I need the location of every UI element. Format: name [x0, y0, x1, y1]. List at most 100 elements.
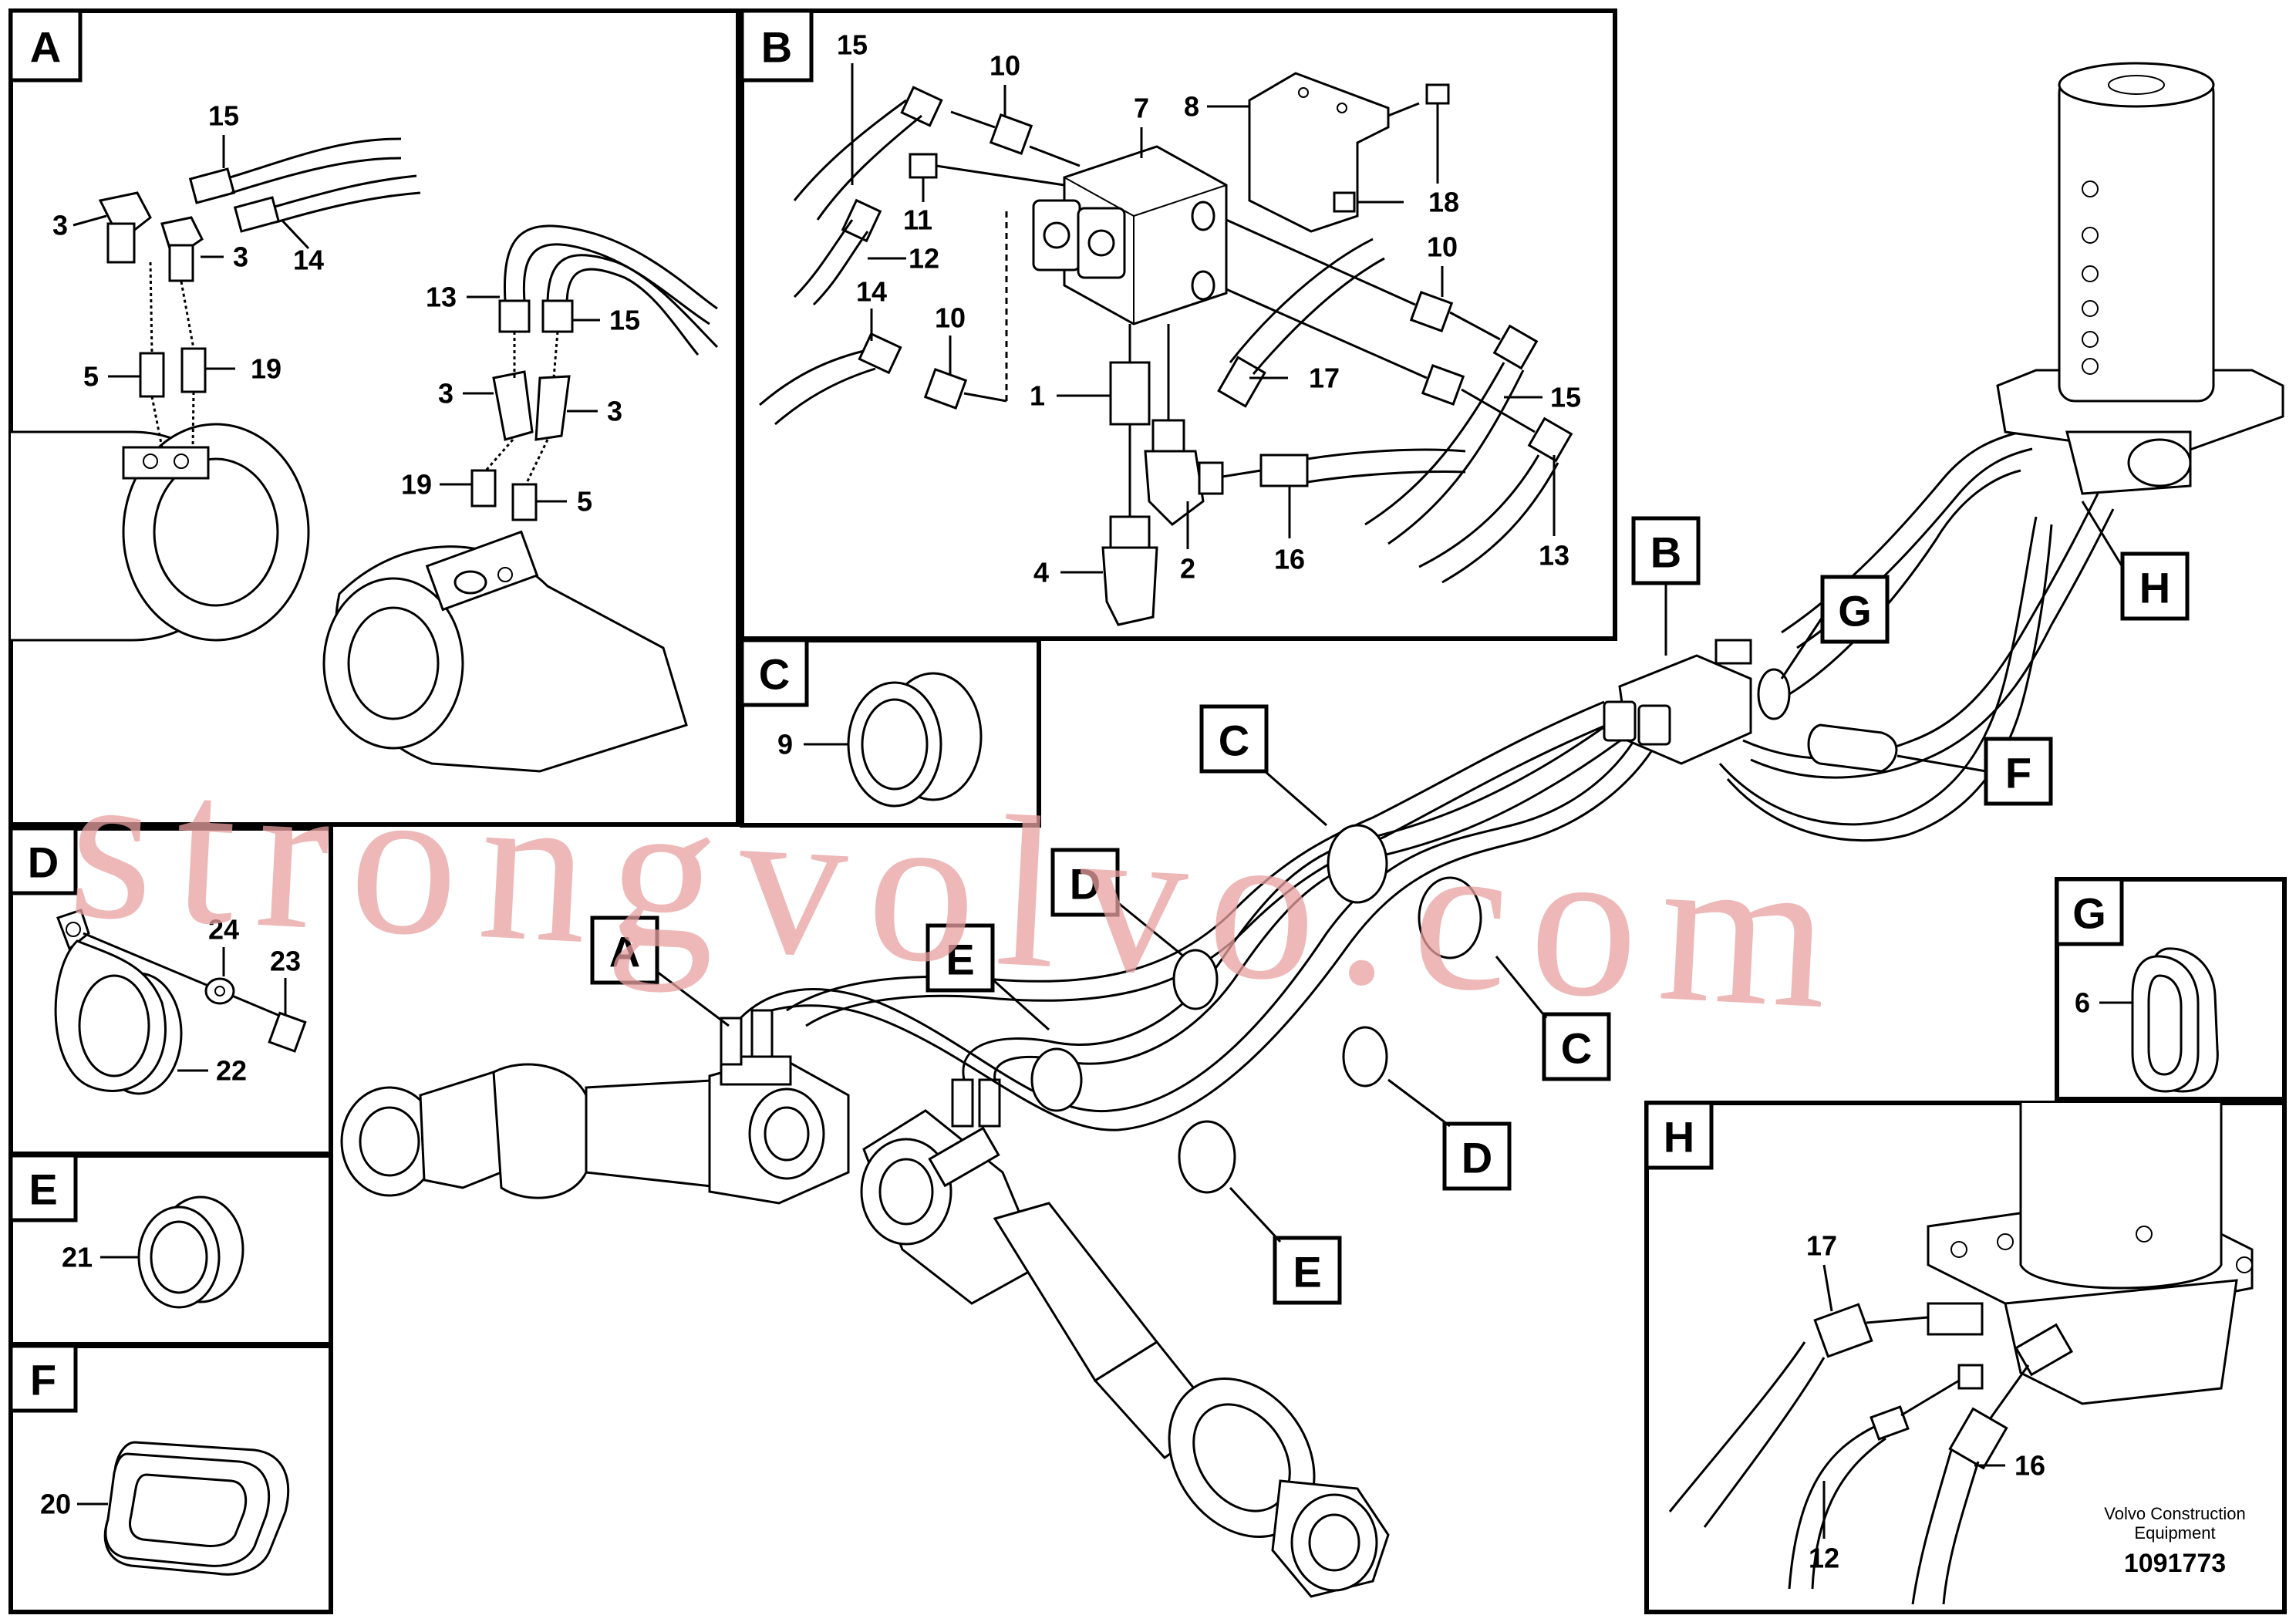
hose-run-g2: [1789, 469, 2021, 696]
panel-a-label: A: [30, 23, 61, 72]
cylinder-head-left-bore-inner: [764, 1106, 810, 1162]
grommet-20-inner: [129, 1473, 248, 1547]
callout-9: 9: [777, 729, 793, 760]
elbow-11: [909, 153, 938, 179]
callout-11: 11: [903, 204, 932, 236]
callout-3: 3: [438, 378, 453, 410]
cylinder-eye-left-inner: [359, 1106, 420, 1177]
bolt-23: [268, 1011, 307, 1053]
main-grommet-c: [1327, 824, 1388, 904]
hose-12-edge: [1811, 1437, 1886, 1590]
hose-nut-17: [1813, 1303, 1873, 1358]
hose-nut-15: [188, 167, 236, 204]
panel-b-label: B: [761, 23, 792, 72]
callout-17: 17: [1806, 1230, 1837, 1262]
callout-14: 14: [293, 244, 324, 276]
callout-20: 20: [40, 1489, 71, 1520]
swivel-port: [2082, 331, 2099, 348]
callout-7: 7: [1134, 93, 1149, 124]
nut-4: [1109, 515, 1151, 549]
port-block-left: [122, 446, 210, 480]
assembly-line: [950, 110, 996, 129]
main-grommet-g: [1757, 668, 1791, 720]
main-tag-d-label: D: [1070, 860, 1101, 909]
hose-nut-13: [1527, 416, 1573, 463]
solenoid-connector: [1087, 229, 1115, 257]
callout-5: 5: [577, 486, 592, 518]
hose-16-edge: [1306, 470, 1466, 484]
leader: [656, 970, 730, 1027]
detail-panel-d: D 24 23 22: [8, 826, 333, 1156]
hose-run-right: [1742, 493, 2099, 760]
callout-3: 3: [607, 396, 622, 427]
hose-15-edge: [816, 114, 922, 221]
main-tag-h-label: H: [2139, 564, 2170, 612]
small-fitting: [1957, 1364, 1984, 1390]
assembly-line: [1866, 1316, 1929, 1324]
panel-e-label: E: [29, 1165, 57, 1214]
swivel-port: [2082, 227, 2099, 244]
main-assembly: A E D C C D E B G H F: [340, 62, 2284, 1598]
swivel-port: [2082, 180, 2099, 197]
plug-4: [1101, 546, 1158, 626]
footer-company-line1: Volvo Construction: [2104, 1504, 2245, 1523]
leader: [1229, 1186, 1282, 1243]
callout-16: 16: [1274, 544, 1305, 575]
hose-nut-12: [1870, 1405, 1910, 1441]
bolt-18b: [1333, 191, 1356, 213]
main-tag-c: [1199, 704, 1269, 774]
swivel-cylinder: [2058, 76, 2215, 403]
callout-2: 2: [1180, 553, 1195, 585]
valve-port: [1191, 270, 1215, 301]
leader: [2081, 501, 2124, 568]
callout-13: 13: [426, 282, 457, 313]
bolt-head: [1950, 1241, 1967, 1258]
main-tag-a: [590, 916, 659, 985]
callout-5: 5: [83, 361, 99, 393]
adapter-19: [180, 347, 207, 393]
port-hole: [143, 454, 158, 469]
main-fitting: [720, 1017, 743, 1066]
assembly-line: [484, 439, 514, 471]
detail-panel-a: A: [8, 8, 740, 827]
hose-run-g: [1781, 430, 2021, 634]
hose-run-upper-edge: [770, 740, 1660, 1131]
detail-panel-h: H 17 16 12 Volvo Construction Equip: [1644, 1101, 2287, 1614]
panel-e-tag: [8, 1153, 78, 1222]
hose-17-edge: [1703, 1357, 1826, 1528]
leader: [1780, 616, 1824, 679]
callout-8: 8: [1184, 91, 1199, 123]
assembly-line: [1461, 388, 1536, 433]
leader: [72, 214, 107, 227]
panel-c-tag: [740, 638, 809, 707]
hose-13-edge: [522, 243, 710, 325]
detail-panel-g: G 6: [2055, 877, 2287, 1101]
panel-d-tag: [8, 826, 78, 895]
clamp-22-inner: [78, 974, 150, 1077]
callout-16: 16: [2014, 1450, 2045, 1482]
leader: [992, 978, 1050, 1031]
hose-nut-14: [858, 332, 902, 375]
assembly-line: [1387, 102, 1420, 117]
main-tag-a-label: A: [609, 928, 640, 976]
hose-nut-12: [841, 198, 882, 243]
adapter-10b: [923, 368, 968, 410]
assembly-line: [149, 261, 153, 354]
callout-21: 21: [62, 1242, 93, 1273]
elbow-fitting-3-leg: [106, 222, 136, 264]
main-tag-e-label: E: [946, 936, 974, 984]
main-grommet-e2: [1178, 1120, 1236, 1194]
hose-run-right-lower: [1718, 516, 2038, 826]
hose-14: [759, 349, 865, 406]
hose-17-edge: [1252, 257, 1385, 375]
main-fitting: [951, 1078, 974, 1128]
panel-c-frame: [740, 638, 1041, 828]
panel-f-label: F: [30, 1356, 56, 1404]
main-tag-e: [925, 923, 995, 993]
adapter-19b: [470, 469, 497, 508]
assembly-line: [936, 164, 1065, 187]
grommet-9-inner: [861, 698, 929, 791]
leader: [1896, 754, 1987, 773]
swivel-port: [2082, 300, 2099, 317]
main-tag-f-label: F: [2005, 749, 2031, 798]
